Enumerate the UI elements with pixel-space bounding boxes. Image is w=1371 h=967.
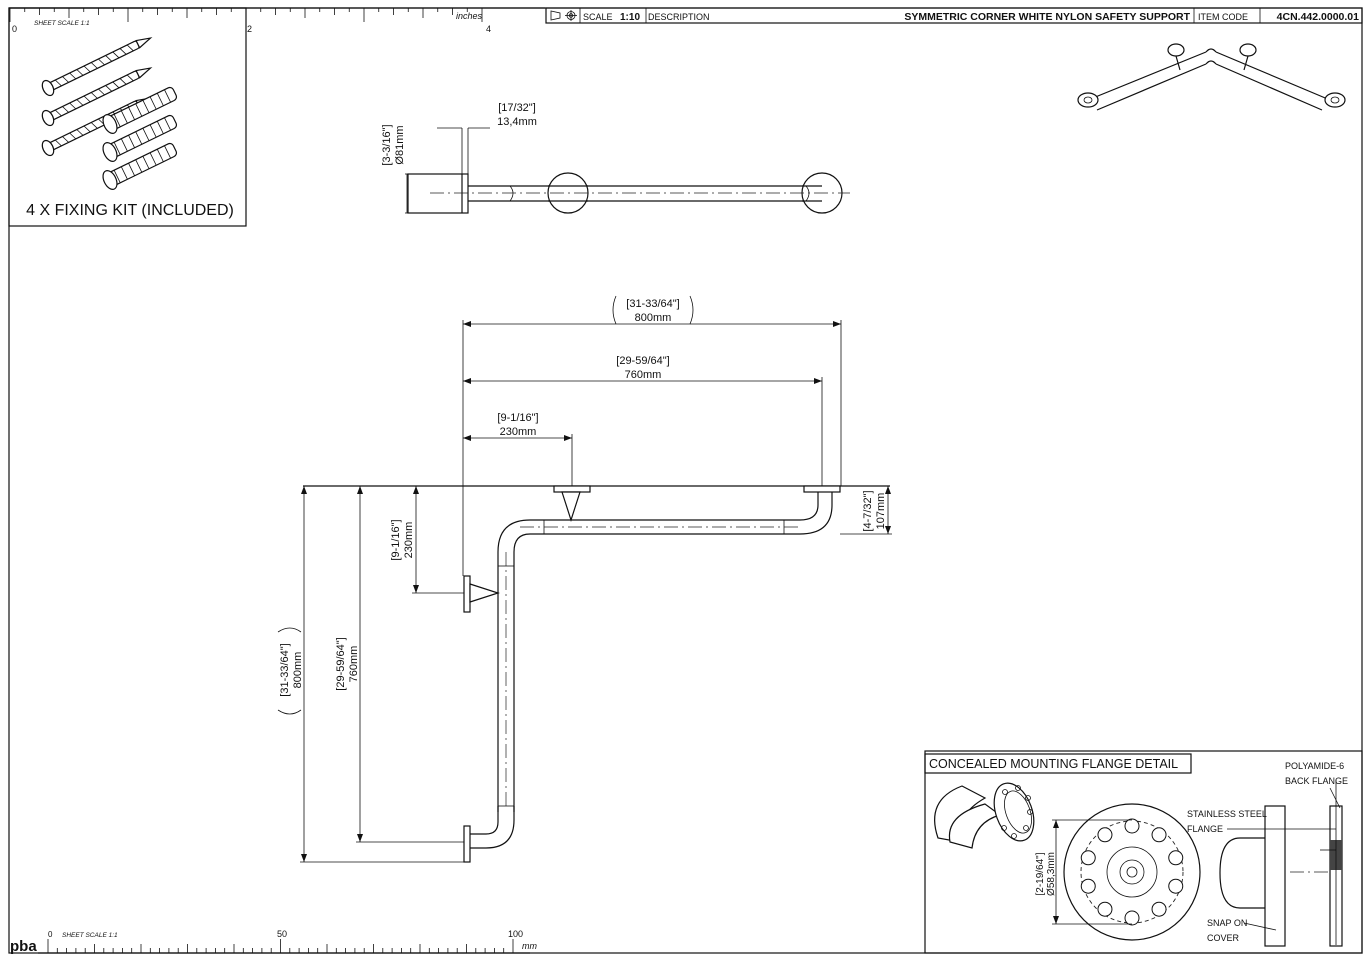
flange-detail-box: CONCEALED MOUNTING FLANGE DETAIL [2-19/6… [924,750,1363,954]
bolt-hole [1168,850,1184,866]
bolt-hole [1124,818,1140,834]
description-value: SYMMETRIC CORNER WHITE NYLON SAFETY SUPP… [904,11,1190,23]
inch-ruler-scale: SHEET SCALE 1:1 [34,20,90,27]
plan-view: [17/32"] 13,4mm [3-3/16"] Ø81mm [381,102,850,214]
dim-center-height-mm: 760mm [348,646,360,683]
inch-label-4: 4 [486,24,491,34]
dim-center-width-inch: [29-59/64"] [616,355,669,367]
inch-label-0: 0 [12,24,17,34]
item-code-value: 4CN.442.0000.01 [1277,11,1359,23]
projection-icon [550,10,577,21]
inch-label-2: 2 [247,24,252,34]
mm-ruler: pba 0 SHEET SCALE 1:1 50 100 mm [10,929,537,955]
scale-label: SCALE [583,12,613,22]
bolt-hole [1080,878,1096,894]
dim-flange-diameter-mm: Ø81mm [394,125,406,164]
title-block: SCALE 1:10 DESCRIPTION SYMMETRIC CORNER … [545,7,1363,24]
bolt-hole [1151,901,1167,917]
steel-flange-label-1: STAINLESS STEEL [1187,809,1267,819]
fixing-kit-box: 4 X FIXING KIT (INCLUDED) [8,7,247,227]
dim-overall-height-inch: [31-33/64"] [279,643,291,696]
pba-logo: pba [10,938,37,955]
inch-ruler-unit: inches [456,11,483,21]
dim-overall-width-inch: [31-33/64"] [626,298,679,310]
bolt-hole [1080,850,1096,866]
isometric-view [1077,43,1346,111]
dim-mid-width-inch: [9-1/16"] [497,412,538,424]
mm-label-0: 0 [48,930,53,939]
bolt-hole [1168,878,1184,894]
bolt-circle-inch: [2-19/64"] [1035,852,1046,895]
bolt-hole [1097,901,1113,917]
mm-label-100: 100 [508,929,523,939]
dim-mid-width-mm: 230mm [500,426,537,438]
cover-label-2: COVER [1207,933,1240,943]
flange-front-view: [2-19/64"] Ø58,3mm [1035,803,1201,941]
wall-plug-icon [102,86,178,190]
dim-depth-mm: 107mm [875,493,887,530]
dim-mid-height-mm: 230mm [403,522,415,559]
front-view: [31-33/64"] 800mm [29-59/64"] 760mm [9-1… [277,295,892,863]
dim-depth-inch: [4-7/32"] [862,490,874,531]
dim-mid-height-inch: [9-1/16"] [390,519,402,560]
dim-overall-height-mm: 800mm [292,652,304,689]
scale-value: 1:10 [620,12,640,23]
mm-ruler-scale: SHEET SCALE 1:1 [62,932,118,939]
description-label: DESCRIPTION [648,12,710,22]
dim-flange-offset-inch: [17/32"] [498,102,536,114]
bolt-hole [1151,827,1167,843]
inch-ruler: SHEET SCALE 1:1 0 2 4 inches [9,7,545,34]
flange-detail-title: CONCEALED MOUNTING FLANGE DETAIL [929,757,1178,771]
dim-overall-width-mm: 800mm [635,312,672,324]
bolt-hole [1097,827,1113,843]
bolt-circle-mm: Ø58,3mm [1046,852,1057,896]
dim-center-width-mm: 760mm [625,369,662,381]
back-flange-label-2: BACK FLANGE [1285,776,1348,786]
cover-label-1: SNAP ON [1207,918,1247,928]
dim-flange-diameter-inch: [3-3/16"] [381,124,393,165]
mm-label-50: 50 [277,929,287,939]
item-code-label: ITEM CODE [1198,12,1248,22]
steel-flange-label-2: FLANGE [1187,824,1223,834]
mm-ruler-unit: mm [522,941,537,951]
flange-section-view [1219,780,1343,947]
dim-flange-offset-mm: 13,4mm [497,116,537,128]
bolt-hole [1124,910,1140,926]
back-flange-label-1: POLYAMIDE-6 [1285,761,1344,771]
dim-center-height-inch: [29-59/64"] [335,637,347,690]
fixing-kit-label: 4 X FIXING KIT (INCLUDED) [26,202,234,219]
flange-3d-icon [934,782,1035,849]
